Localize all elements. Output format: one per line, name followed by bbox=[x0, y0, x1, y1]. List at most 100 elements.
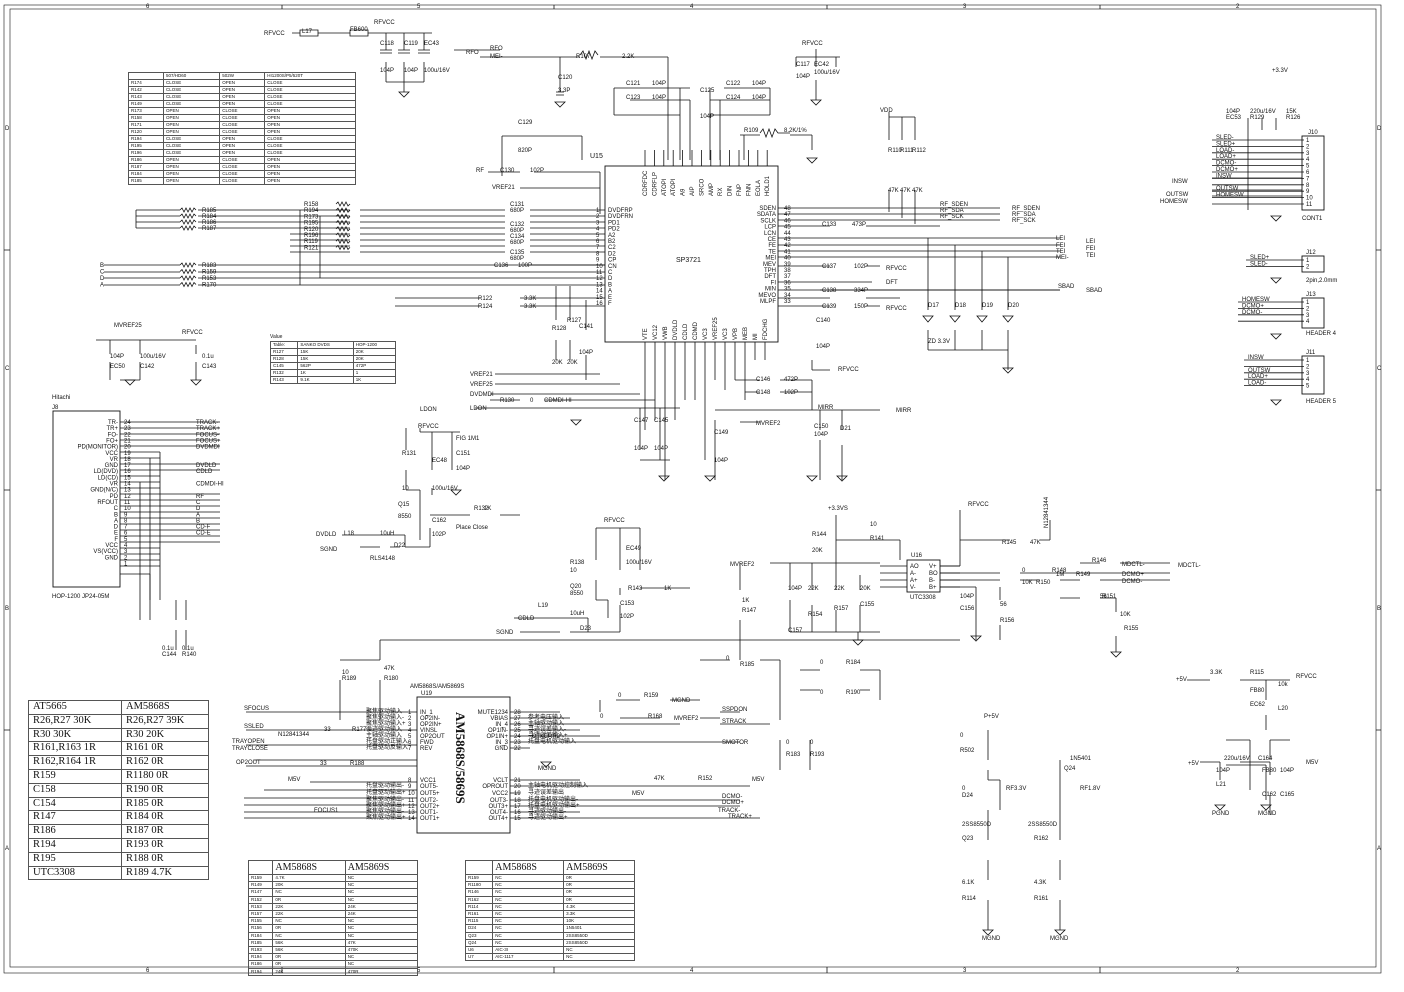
component-label: EC48 bbox=[432, 458, 448, 464]
u19-right-pin-desc: 托盘电机驱动输入 bbox=[528, 737, 576, 745]
net-rfvcc-7: RFVCC bbox=[182, 330, 203, 336]
table-cell: R189 4.7K bbox=[121, 865, 209, 881]
u19-left-pin: OP2IN+ bbox=[420, 722, 442, 728]
table-cell: NC bbox=[492, 910, 565, 919]
component-label: EC62 bbox=[1250, 702, 1266, 708]
net-dcmo-p: DCMO+ bbox=[1122, 572, 1144, 578]
u16-pin-vm: V- bbox=[910, 585, 916, 591]
ground-icon bbox=[1270, 399, 1282, 406]
table-cell: OPEN bbox=[219, 79, 266, 87]
ground-icon bbox=[982, 929, 994, 936]
net-sbad: SBAD bbox=[1058, 284, 1075, 290]
component-label: 10K bbox=[1022, 580, 1033, 586]
j10-pins: 1SLED-2SLED+3LOAD-4LOAD+5DCMO-6DCMO+7INS… bbox=[1212, 135, 1313, 208]
component-label: 0 bbox=[786, 740, 790, 746]
table-header-cell: HI1200S/P5/520T bbox=[264, 72, 356, 80]
table-cell: R186 bbox=[127, 156, 165, 164]
table-cell: 1K bbox=[297, 369, 354, 377]
table-cell: CLOSE bbox=[264, 149, 356, 157]
net-p5v-2: +5V bbox=[1176, 677, 1187, 683]
j12-ref: J12 bbox=[1306, 250, 1316, 256]
table-header-cell bbox=[247, 860, 274, 875]
u19-left-pin-number: 14 bbox=[408, 816, 415, 822]
u15-left-pin: CN bbox=[608, 264, 617, 270]
component-label: R188 bbox=[350, 761, 365, 767]
table-cell: CLOSE bbox=[219, 121, 266, 129]
table-cell: 20K bbox=[352, 355, 397, 363]
net-dft: DFT bbox=[886, 280, 898, 286]
net-mgnd-4: MGND bbox=[1050, 936, 1069, 942]
j8-pin-number: 3 bbox=[124, 549, 128, 555]
component-label: 102P bbox=[620, 614, 634, 620]
table-cell: D24 bbox=[464, 924, 494, 933]
u16-ref: U16 bbox=[911, 553, 923, 559]
u15-bottom-pin: VTE bbox=[643, 328, 649, 340]
table-cell: 10K bbox=[563, 917, 635, 926]
component-label: 10uH bbox=[570, 611, 584, 617]
net-rf33: RF3.3V bbox=[1006, 786, 1026, 792]
table-cell: R158 bbox=[127, 114, 165, 122]
component-label: 3.3K bbox=[524, 304, 536, 310]
table-cell: R187 bbox=[127, 163, 165, 171]
u15-right-pin: FI bbox=[771, 280, 777, 286]
table-cell: 24K bbox=[344, 902, 419, 912]
u19-right-pin: GND bbox=[495, 746, 509, 752]
ground-icon bbox=[398, 91, 410, 98]
ground-icon bbox=[1214, 804, 1226, 811]
u15-left-pin-number: 10 bbox=[596, 264, 603, 270]
net-rfo: RFO bbox=[466, 50, 479, 56]
table-cell: R149 bbox=[247, 881, 274, 890]
component-label: 104P bbox=[1216, 768, 1230, 774]
table-cell: C145 bbox=[269, 362, 299, 370]
table-cell: R171 bbox=[127, 121, 165, 129]
u19-left-pin-number: 1 bbox=[408, 710, 412, 716]
ground-icon bbox=[540, 761, 552, 768]
component-label: 8550 bbox=[570, 591, 584, 597]
component-label: 33 bbox=[320, 761, 327, 767]
table-cell: CLOSE bbox=[264, 86, 356, 94]
j8-pin-name: FO+ bbox=[106, 438, 118, 444]
table-cell: 470K bbox=[344, 946, 419, 955]
table-cell: CLOSE bbox=[163, 149, 221, 157]
j8-pin-name: D bbox=[114, 525, 119, 531]
u19-right-pin-number: 22 bbox=[514, 746, 521, 752]
u19-left-pin-desc: 托盘驱动正输入 bbox=[366, 737, 408, 745]
component-label: 472P bbox=[784, 377, 798, 383]
ground-icon bbox=[852, 639, 864, 646]
j8-pin-number: 14 bbox=[124, 482, 131, 488]
component-label: 220u/16V bbox=[1250, 109, 1276, 115]
j10-pins-net: DCMO+ bbox=[1216, 167, 1238, 173]
u16-chip: U16 UTC3308 AO A- A+ V- V+ BO B- B+ bbox=[880, 553, 960, 601]
bus-resistor bbox=[179, 262, 197, 268]
component-label: 47K bbox=[384, 666, 395, 672]
component-label: FB600 bbox=[350, 27, 368, 33]
j8-net-label: TRACK- bbox=[196, 420, 218, 426]
u19-right-pin-desc: 主轴驱动输入 bbox=[528, 719, 564, 727]
component-label: L20 bbox=[1278, 706, 1289, 712]
j8-net-label: A bbox=[196, 512, 200, 518]
table-cell: R152 bbox=[247, 895, 274, 904]
j13-pins-number: 3 bbox=[1306, 313, 1310, 319]
bus-resistor-ref: R159 bbox=[202, 270, 217, 276]
net-mgnd-2: MGND bbox=[538, 766, 557, 772]
u15-left-pin-number: 5 bbox=[596, 233, 600, 239]
net-sgnd-1: SGND bbox=[320, 547, 338, 553]
table-cell: CLOSE bbox=[163, 79, 221, 87]
j8-pin-number: 4 bbox=[124, 543, 128, 549]
u15-right-pin: FE bbox=[768, 243, 776, 249]
j8-pin-number: 8 bbox=[124, 518, 128, 524]
table-cell: R194 bbox=[127, 135, 165, 143]
component-label: 100u/16V bbox=[140, 354, 166, 360]
j8-pin-number: 7 bbox=[124, 525, 128, 531]
j12-body bbox=[1301, 255, 1325, 273]
u15-left-pin-number: 2 bbox=[596, 214, 600, 220]
